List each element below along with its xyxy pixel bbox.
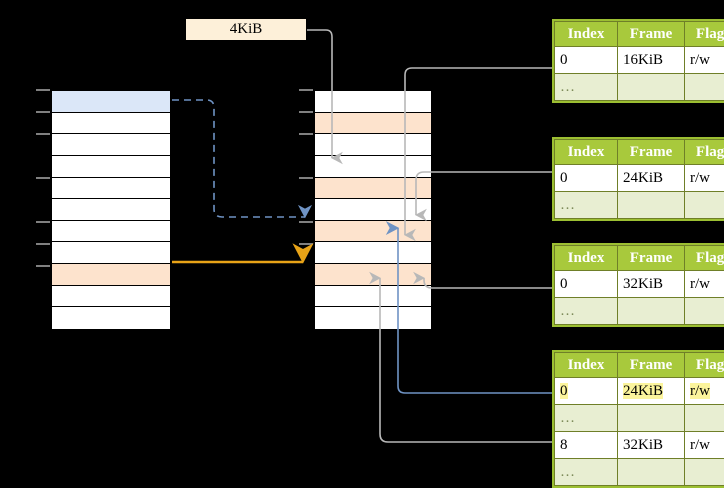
column-header-index: Index [555,246,618,271]
cell-frame [618,192,685,219]
cell-index: 0 [555,47,618,74]
column-header-flags: Flags [685,353,724,378]
cell-frame: 24KiB [618,165,685,192]
cell-index: … [555,405,618,432]
virtual-page-row-4 [52,178,170,200]
page-table-level-1: IndexFrameFlags016KiBr/w… [552,19,724,103]
column-header-index: Index [555,22,618,47]
cell-frame [618,459,685,486]
cell-frame [618,298,685,325]
cell-frame: 16KiB [618,47,685,74]
column-header-flags: Flags [685,246,724,271]
virtual-page-row-7 [52,242,170,264]
column-header-index: Index [555,353,618,378]
table-row: … [555,405,724,432]
physical-frame-row-1 [315,113,431,135]
cell-index: … [555,74,618,101]
cell-flags [685,459,724,486]
table-row: … [555,298,724,325]
cell-flags: r/w [685,271,724,298]
table-header-row: IndexFrameFlags [555,353,724,378]
cell-frame: 24KiB [618,378,685,405]
virtual-page-row-9 [52,286,170,308]
column-header-flags: Flags [685,22,724,47]
cell-frame: 32KiB [618,432,685,459]
physical-frame-row-0 [315,91,431,113]
table-row: … [555,74,724,101]
cell-index: 0 [555,165,618,192]
cell-index: 8 [555,432,618,459]
physical-frame-row-10 [315,307,431,329]
physical-frame-row-7 [315,242,431,264]
table-header-row: IndexFrameFlags [555,140,724,165]
cell-flags: r/w [685,165,724,192]
table-row: … [555,192,724,219]
physical-frame-row-8 [315,264,431,286]
virtual-address-space-column [50,89,172,331]
highlighted-value: 0 [560,383,568,399]
cell-frame [618,405,685,432]
cell-flags [685,298,724,325]
virtual-page-row-3 [52,156,170,178]
physical-memory-column [313,89,433,331]
cell-index: … [555,192,618,219]
cell-flags: r/w [685,47,724,74]
virtual-page-row-5 [52,199,170,221]
highlighted-value: r/w [690,383,710,399]
table-header-row: IndexFrameFlags [555,246,724,271]
virtual-page-row-2 [52,134,170,156]
virtual-page-row-10 [52,307,170,329]
page-size-callout: 4KiB [186,19,306,40]
physical-frame-row-4 [315,178,431,200]
page-table-4: IndexFrameFlags024KiBr/w…832KiBr/w… [554,352,724,486]
cell-flags [685,192,724,219]
column-header-frame: Frame [618,246,685,271]
cell-index: … [555,298,618,325]
table-row: … [555,459,724,486]
physical-frame-row-6 [315,221,431,243]
table-header-row: IndexFrameFlags [555,22,724,47]
virtual-page-row-6 [52,221,170,243]
cell-frame [618,74,685,101]
column-header-index: Index [555,140,618,165]
physical-frame-row-3 [315,156,431,178]
cell-index: … [555,459,618,486]
page-table-3: IndexFrameFlags032KiBr/w… [554,245,724,325]
page-table-level-4: IndexFrameFlags024KiBr/w…832KiBr/w… [552,350,724,488]
physical-frame-row-9 [315,286,431,308]
cell-flags: r/w [685,432,724,459]
page-table-1: IndexFrameFlags016KiBr/w… [554,21,724,101]
physical-frame-row-5 [315,199,431,221]
page-table-level-3: IndexFrameFlags032KiBr/w… [552,243,724,327]
column-header-frame: Frame [618,22,685,47]
column-header-frame: Frame [618,140,685,165]
virtual-page-row-8 [52,264,170,286]
page-table-2: IndexFrameFlags024KiBr/w… [554,139,724,219]
virtual-page-row-0 [52,91,170,113]
cell-flags [685,405,724,432]
column-header-flags: Flags [685,140,724,165]
highlighted-value: 24KiB [623,383,663,399]
table-row: 0 24KiB r/w [555,378,724,405]
cell-flags [685,74,724,101]
virtual-page-row-1 [52,113,170,135]
cell-flags: r/w [685,378,724,405]
cell-index: 0 [555,271,618,298]
column-header-frame: Frame [618,353,685,378]
cell-frame: 32KiB [618,271,685,298]
page-table-level-2: IndexFrameFlags024KiBr/w… [552,137,724,221]
physical-frame-row-2 [315,134,431,156]
cell-index: 0 [555,378,618,405]
